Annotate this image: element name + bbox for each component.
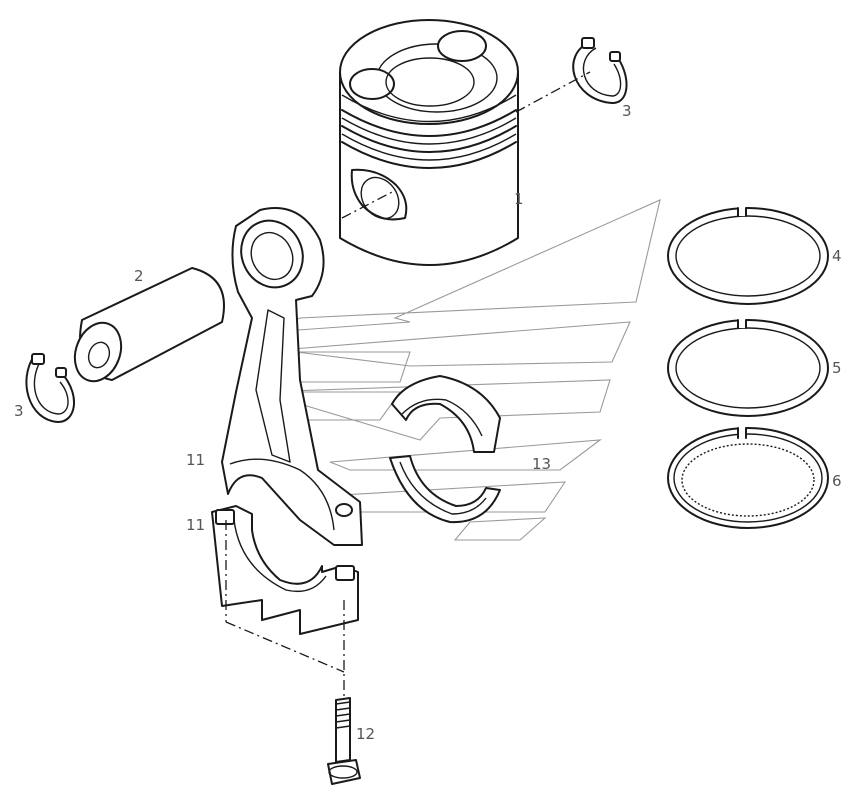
piston-pin [73,267,225,383]
snap-ring-right [572,37,628,105]
callouts: 1 2 3 3 4 5 6 11 11 12 13 [14,102,842,743]
callout-11-rod: 11 [186,451,205,469]
callout-11-cap: 11 [186,516,205,534]
bearing-shells [389,375,501,524]
callout-3-left: 3 [14,402,24,420]
callout-1: 1 [514,190,524,208]
assembly-lines [225,71,591,700]
connecting-rod [221,207,363,546]
oil-control-ring [667,420,829,529]
compression-ring-second [667,312,829,417]
compression-ring-top [667,200,829,305]
callout-12: 12 [356,725,375,743]
snap-ring-left [25,353,76,423]
rod-bolt [327,697,361,785]
callout-5: 5 [832,359,842,377]
callout-3-right: 3 [622,102,632,120]
callout-6: 6 [832,472,842,490]
callout-2: 2 [134,267,144,285]
piston [339,19,519,266]
callout-4: 4 [832,247,842,265]
connecting-rod-cap [211,505,359,635]
callout-13: 13 [532,455,551,473]
